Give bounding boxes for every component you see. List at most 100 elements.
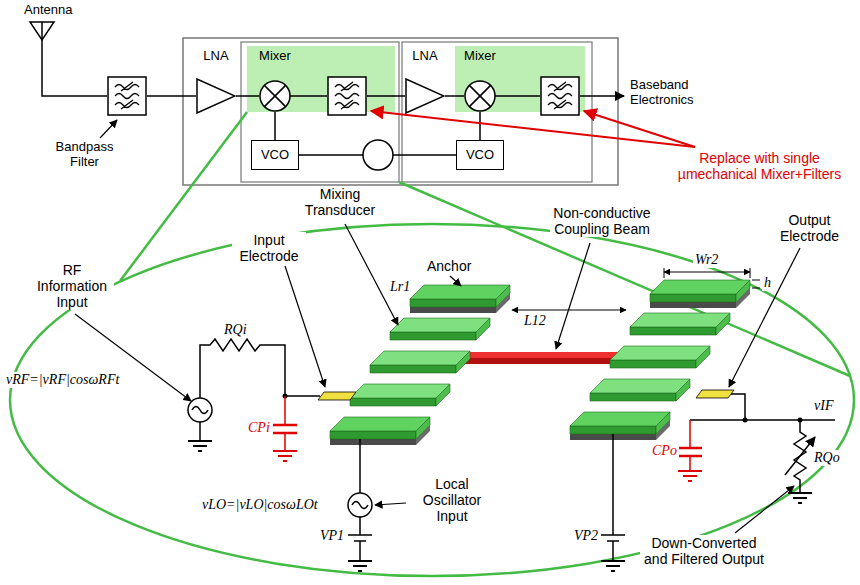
block-label: Baseband Electronics: [628, 78, 722, 108]
capacitor-symbol: [273, 425, 702, 456]
mixer-symbol: Mixer: [255, 48, 295, 112]
resonator: [410, 285, 510, 313]
signal-name: vRF=|vRF|cosωRFt: [4, 372, 121, 388]
zoom-outline: [10, 224, 854, 576]
coupling-beam: [462, 358, 620, 364]
replace-arrow: [584, 111, 695, 147]
signal-chain: [495, 95, 540, 97]
dimension-label: Wr2: [693, 252, 720, 268]
mixer-circle: [260, 81, 290, 111]
mixer-circle: [264, 85, 285, 106]
receiver-frame: [183, 38, 618, 185]
resonator: [570, 412, 670, 440]
junction-dot: [798, 418, 803, 423]
amplifier-triangle: [405, 78, 445, 114]
signal-wire: [274, 112, 276, 140]
part-name: Mixing Transducer: [298, 186, 382, 218]
dimension-label: Lr1: [388, 279, 412, 295]
dimension-line: [752, 280, 760, 288]
highlight-region: [247, 46, 585, 112]
ground-symbol: [788, 493, 812, 503]
zoom-outline: [120, 112, 247, 281]
filter-symbol: [108, 77, 146, 115]
part-name: Anchor: [425, 258, 473, 274]
dimension-line: [664, 272, 750, 273]
mixer-symbol: Mixer: [460, 48, 500, 112]
part-name: Input Electrode: [232, 232, 306, 264]
component-label: CPo: [650, 443, 679, 459]
node-label: VCO: [466, 147, 494, 163]
component-label: VP2: [572, 528, 600, 544]
dimension-label: h: [762, 275, 773, 291]
amplifier-triangle: [406, 79, 444, 113]
ground-symbol: [348, 561, 372, 571]
resonator: [350, 384, 450, 406]
signal-chain: [42, 22, 107, 96]
node-label: VCO: [261, 147, 289, 163]
mixer-circle: [464, 80, 496, 112]
circuit-wire: [192, 407, 208, 414]
note-text: Replace with single µmechanical Mixer+Fi…: [660, 150, 859, 182]
circuit-wire: [352, 502, 368, 509]
signal-chain: [580, 95, 624, 97]
leader-line: [100, 120, 117, 138]
leader-line: [450, 276, 461, 286]
resonator: [610, 346, 710, 368]
leader-line: [735, 486, 794, 533]
node-label: LNA: [412, 48, 437, 64]
circuit-wire: [348, 517, 372, 560]
signal-wire: [236, 95, 259, 97]
mixer-circle: [465, 81, 495, 111]
signal-chain: [290, 95, 327, 97]
amplifier-triangle: [196, 78, 236, 114]
signal-wire: [445, 95, 464, 97]
node-label: LNA: [203, 48, 228, 64]
ground-symbol: [601, 561, 625, 571]
circuit-wire: [199, 422, 201, 440]
circuit-wire: [188, 339, 835, 560]
replace-arrow: [371, 111, 695, 147]
resonator: [330, 417, 430, 445]
component-label: RQi: [222, 322, 249, 338]
filter-symbol: [328, 77, 366, 115]
node-label: Mixer: [464, 48, 496, 64]
amplifier-symbol: LNA: [196, 48, 236, 114]
leader-line: [345, 224, 398, 325]
signal-name: vIF: [812, 398, 835, 414]
resonator: [390, 318, 490, 340]
component-label: RQo: [812, 450, 842, 466]
circuit-wire: [348, 493, 372, 517]
signal-chain: [147, 95, 196, 97]
leader-line: [729, 248, 800, 387]
component-label: VP1: [318, 528, 346, 544]
filter-symbol: [541, 77, 579, 115]
capacitor-symbol: [273, 396, 702, 470]
signal-name: Down-Converted and Filtered Output: [640, 535, 768, 567]
node-label: Mixer: [259, 48, 291, 64]
signal-wire: [479, 112, 481, 140]
receiver-frame: [183, 38, 618, 185]
coupling-beam: [462, 352, 624, 364]
filter-label: Bandpass Filter: [45, 140, 124, 170]
electrode: [318, 392, 356, 400]
circuit-wire: [785, 437, 815, 475]
filter-symbol: [108, 77, 579, 115]
amplifier-triangle: [197, 79, 235, 113]
amplifier-symbol: LNA: [405, 48, 445, 114]
replace-arrow: [371, 111, 695, 147]
signal-name: RF Information Input: [30, 262, 114, 310]
capacitor-symbol: [285, 396, 690, 470]
circuit-wire: [690, 394, 835, 420]
junction-dot: [743, 418, 748, 423]
zoom-outline: [399, 182, 850, 376]
dimension-label: L12: [522, 313, 548, 329]
signal-name: vLO=|vLO|cosωLOt: [200, 497, 320, 513]
leader-line: [375, 503, 406, 505]
receiver-frame: [402, 42, 592, 182]
signal-chain: [367, 95, 405, 97]
leader-line: [556, 243, 590, 349]
ground-symbol: [678, 471, 702, 481]
ground-symbol: [188, 441, 812, 571]
resonator: [650, 280, 750, 308]
